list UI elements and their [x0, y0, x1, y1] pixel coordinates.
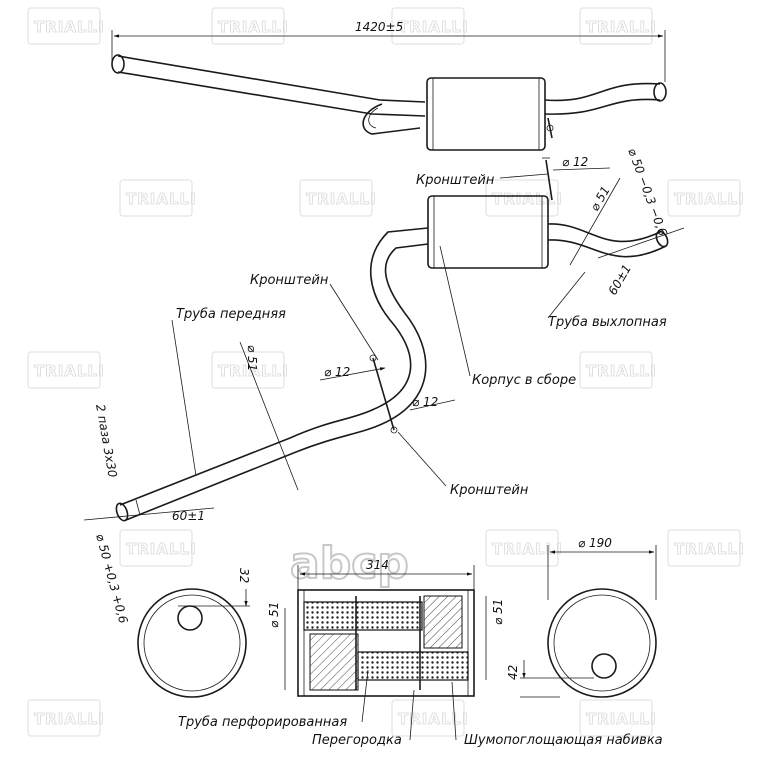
svg-text:TRIALLI: TRIALLI: [674, 540, 745, 558]
overall-length-dim: 1420±5: [355, 20, 403, 34]
top-view: 1420±5: [111, 20, 667, 151]
svg-text:TRIALLI: TRIALLI: [586, 710, 657, 728]
inner-pipe-diameter-2-dim: ⌀ 51: [491, 599, 505, 625]
svg-text:TRIALLI: TRIALLI: [34, 18, 105, 36]
svg-text:TRIALLI: TRIALLI: [126, 190, 197, 208]
bracket-mid-diameter-2-dim: ⌀ 12: [412, 395, 438, 409]
left-offset-dim: 32: [237, 568, 251, 583]
tail-pipe-label: Труба выхлопная: [548, 315, 667, 330]
tail-pipe-end-diameter-dim: ⌀ 50 −0,3 −0,6: [625, 146, 670, 238]
svg-text:TRIALLI: TRIALLI: [34, 710, 105, 728]
tail-pipe-end-length-dim: 60±1: [605, 262, 634, 298]
tail-pipe-diameter-dim: ⌀ 51: [587, 184, 612, 214]
front-pipe-diameter-dim: ⌀ 51: [245, 345, 259, 371]
watermark-layer: TRIALLI TRIALLI TRIALLI TRIALLI TRIALLI …: [27, 7, 745, 737]
inner-pipe-diameter-1-dim: ⌀ 51: [267, 602, 281, 628]
side-view: [115, 157, 669, 522]
bracket-mid-diameter-1-dim: ⌀ 12: [324, 365, 350, 379]
svg-text:TRIALLI: TRIALLI: [674, 190, 745, 208]
packing-label: Шумопоглощающая набивка: [464, 733, 663, 748]
svg-text:TRIALLI: TRIALLI: [492, 540, 563, 558]
svg-text:TRIALLI: TRIALLI: [306, 190, 377, 208]
svg-text:abcp: abcp: [290, 538, 409, 589]
section-labels: Труба перфорированная Перегородка Шумопо…: [178, 669, 663, 748]
body-assembly-label: Корпус в сборе: [472, 373, 576, 388]
svg-text:TRIALLI: TRIALLI: [126, 540, 197, 558]
bracket-mid-label: Кронштейн: [250, 273, 329, 288]
leader-labels: Кронштейн Кронштейн Труба передняя Труба…: [171, 173, 667, 498]
svg-text:TRIALLI: TRIALLI: [34, 362, 105, 380]
bracket-low-label: Кронштейн: [450, 483, 529, 498]
front-pipe-end-diameter-dim: ⌀ 50 +0,3 +0,6: [93, 532, 130, 625]
right-offset-dim: 42: [506, 665, 520, 680]
bracket-top-label: Кронштейн: [416, 173, 495, 188]
muffler-section: 314 ⌀ 51 ⌀ 51: [267, 558, 505, 697]
svg-text:TRIALLI: TRIALLI: [586, 362, 657, 380]
svg-text:TRIALLI: TRIALLI: [586, 18, 657, 36]
svg-text:TRIALLI: TRIALLI: [218, 18, 289, 36]
front-pipe-end-length-dim: 60±1: [172, 509, 205, 523]
perforated-pipe-label: Труба перфорированная: [178, 715, 347, 730]
svg-text:TRIALLI: TRIALLI: [218, 362, 289, 380]
body-length-dim: 314: [366, 558, 389, 572]
svg-text:TRIALLI: TRIALLI: [492, 190, 563, 208]
partition-label: Перегородка: [312, 733, 402, 748]
slots-dim: 2 паза 3х30: [93, 403, 120, 479]
bracket-top-diameter-dim: ⌀ 12: [562, 155, 588, 169]
left-end-view: 32: [137, 568, 251, 698]
front-pipe-label: Труба передняя: [176, 307, 286, 322]
svg-text:TRIALLI: TRIALLI: [398, 18, 469, 36]
right-end-view: ⌀ 190 42: [506, 536, 657, 698]
svg-text:TRIALLI: TRIALLI: [398, 710, 469, 728]
abcp-logo: abcp: [289, 537, 410, 590]
body-diameter-dim: ⌀ 190: [578, 536, 612, 550]
